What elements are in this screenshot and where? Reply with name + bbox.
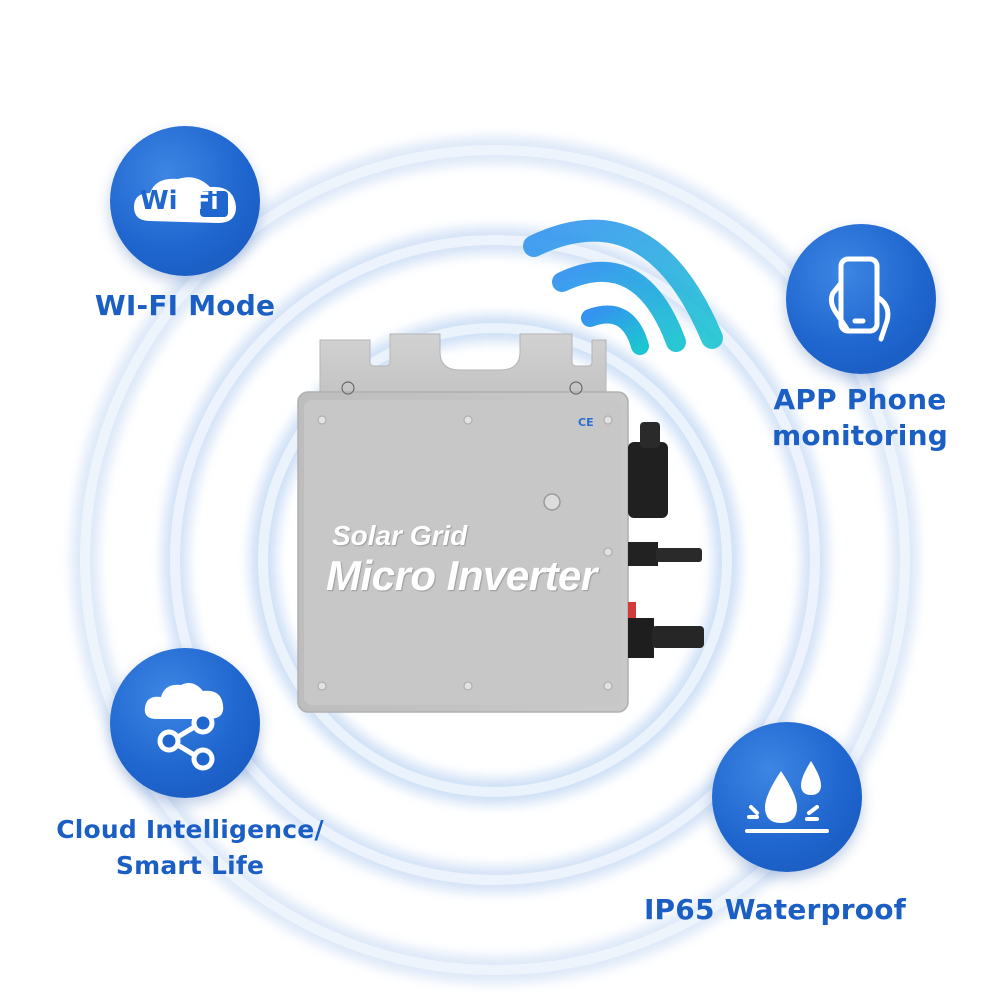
inverter-connectors: [628, 422, 704, 658]
outer-ring: [72, 137, 918, 983]
cloud-intelligence-label: Cloud Intelligence/ Smart Life: [40, 812, 340, 884]
water-drops-icon: [745, 761, 829, 833]
app-monitoring-label: APP Phone monitoring: [750, 382, 970, 454]
wifi-logo-icon: [134, 177, 236, 223]
cloud-feature-badge: [110, 648, 260, 798]
cloud-label-line2: Smart Life: [115, 851, 265, 880]
ce-cert-mark: CE: [578, 416, 594, 429]
phone-in-hand-icon: [828, 256, 891, 342]
cloud-label-line1: Cloud Intelligence/: [56, 815, 324, 844]
wifi-badge-text-wi: Wi: [140, 186, 178, 216]
wifi-badge-text-fi: Fi: [194, 187, 219, 215]
wifi-feature-badge: Wi Fi: [110, 126, 260, 276]
middle-ring: [162, 227, 828, 893]
app-label-line2: monitoring: [772, 419, 948, 452]
cloud-share-icon: [144, 683, 224, 771]
wifi-mode-label: WI-FI Mode: [94, 289, 276, 322]
inner-ring: [250, 315, 740, 805]
product-name-line2: Micro Inverter: [326, 552, 597, 599]
ip65-waterproof-label: IP65 Waterproof: [643, 893, 907, 926]
app-feature-badge: [786, 224, 936, 374]
product-name-line1: Solar Grid: [332, 520, 468, 551]
micro-inverter-image: [297, 333, 704, 713]
wireless-signal-icon: [523, 219, 723, 355]
waterproof-feature-badge: [712, 722, 862, 872]
app-label-line1: APP Phone: [773, 383, 947, 416]
micro-inverter-product: Solar Grid Micro Inverter CE: [290, 330, 720, 720]
